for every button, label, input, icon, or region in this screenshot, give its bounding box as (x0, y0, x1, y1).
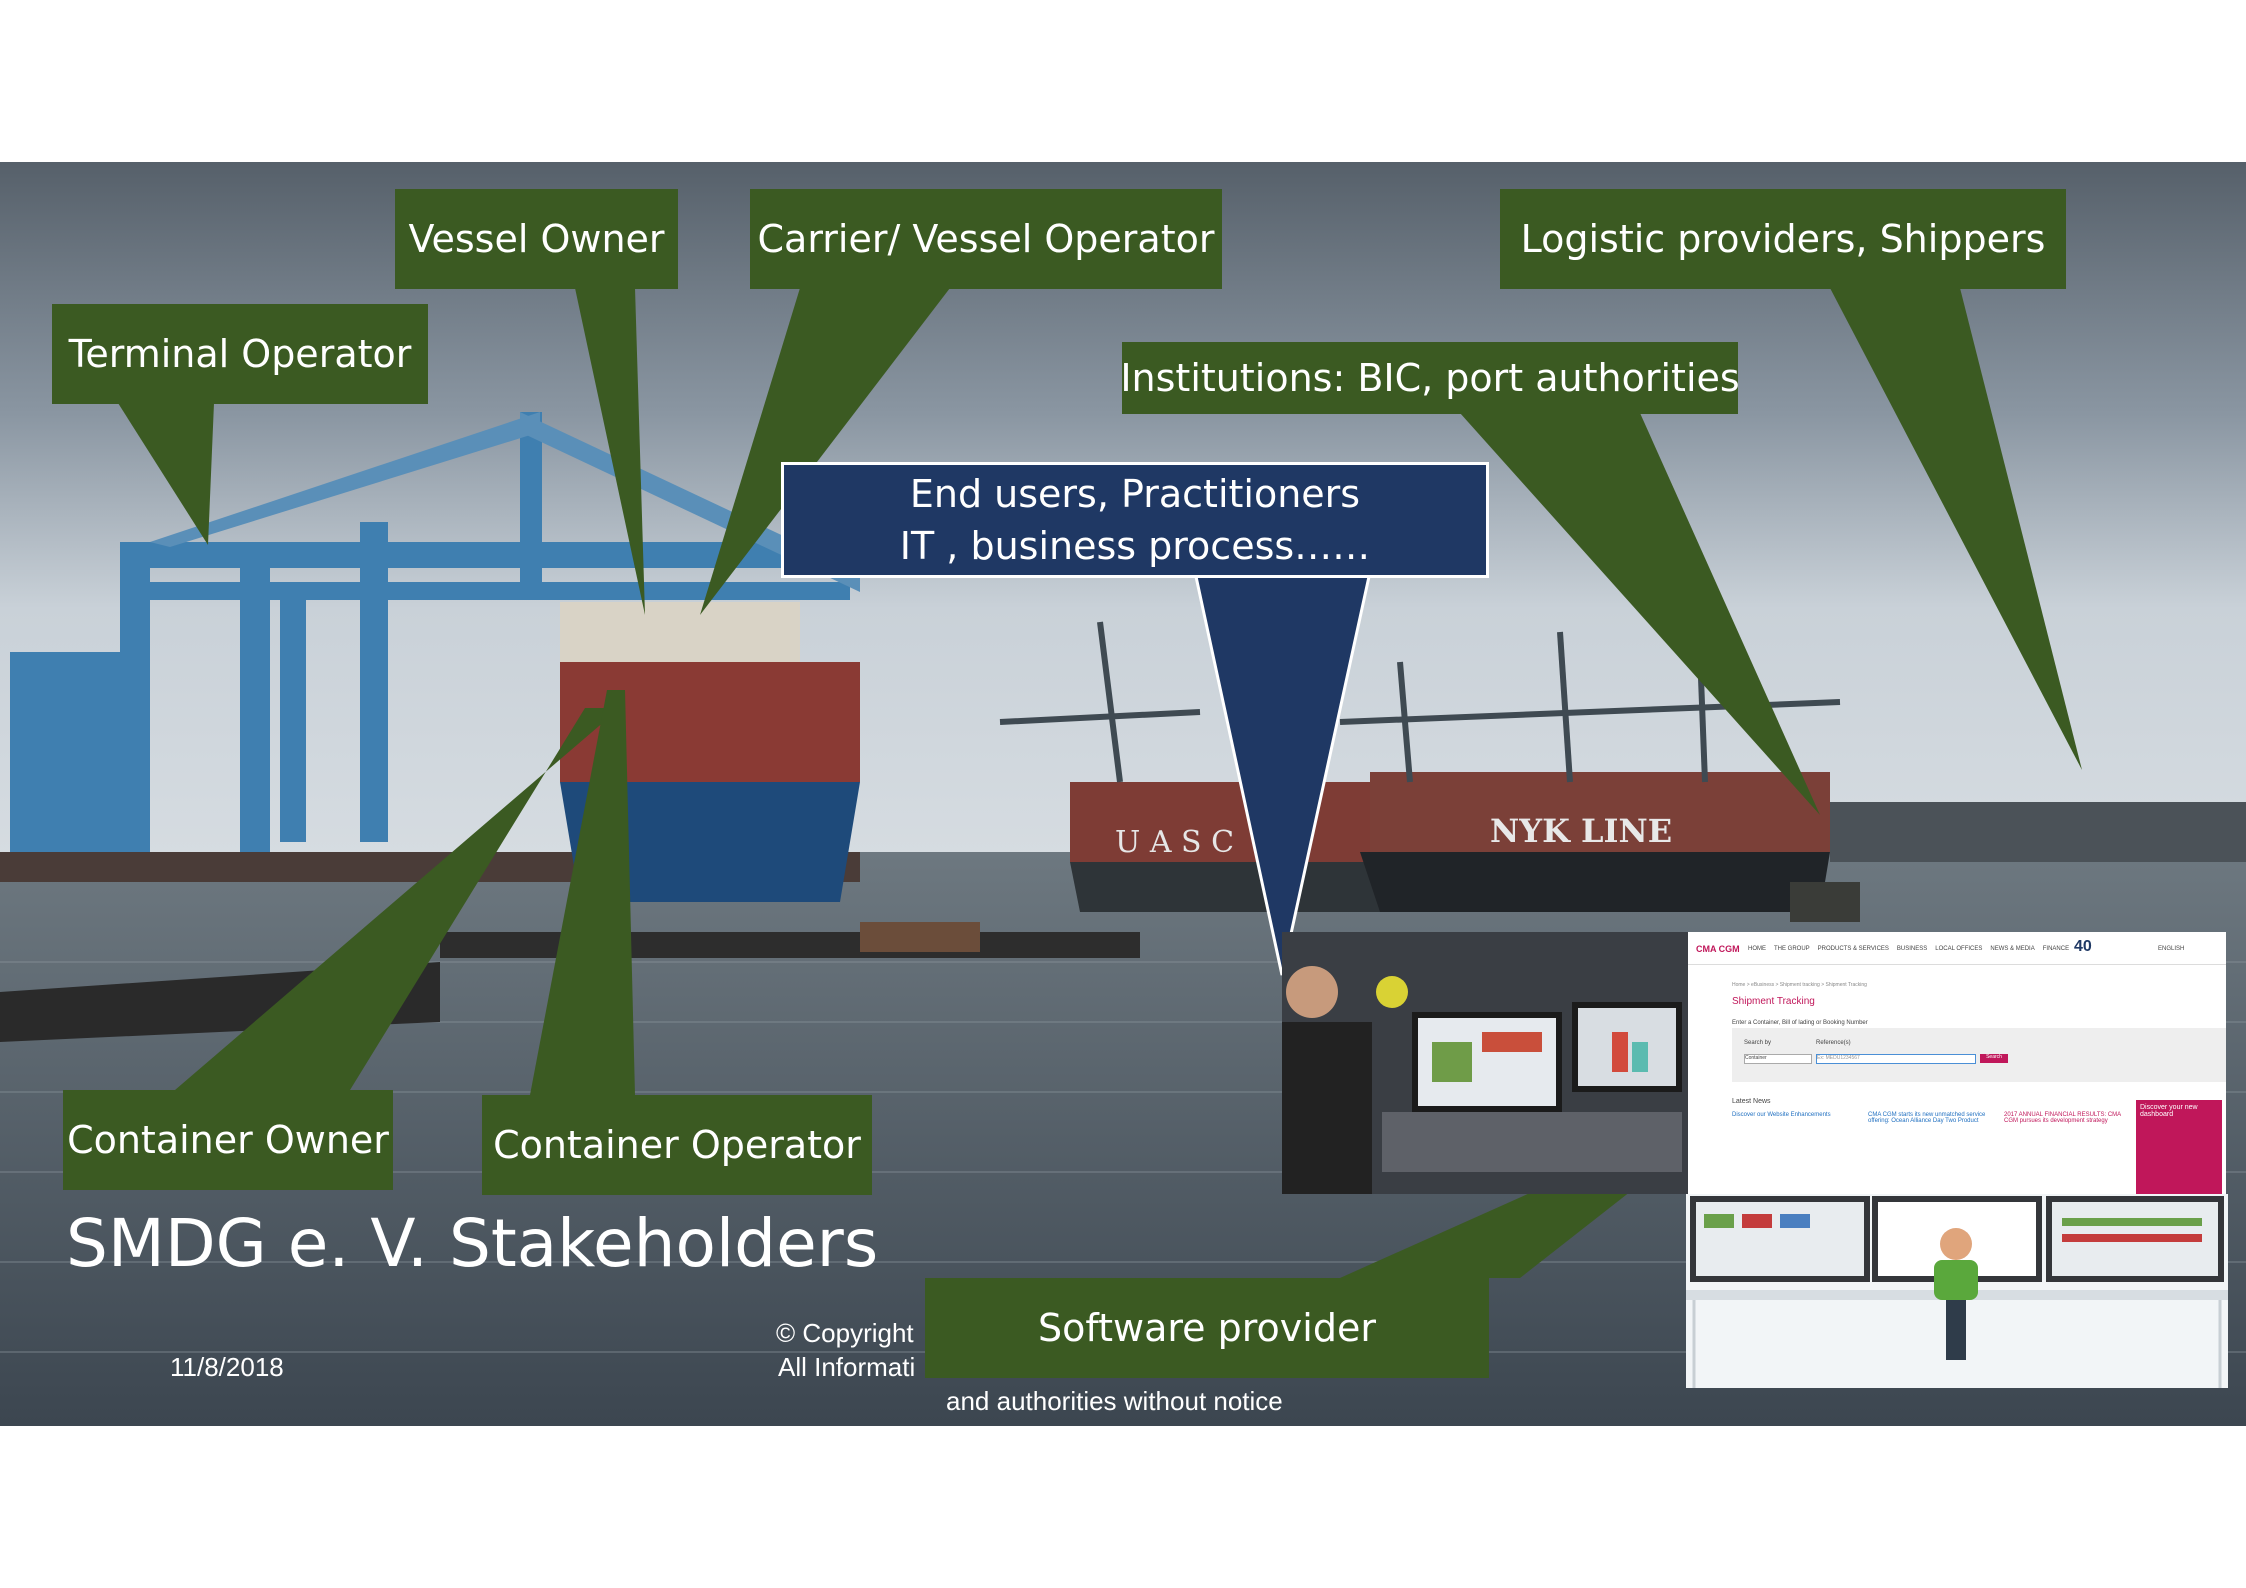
pointer-carrier (700, 288, 950, 615)
website-anniversary-logo: 40 (2074, 938, 2092, 955)
pointer-container-operator (530, 690, 635, 1095)
callout-end-users: End users, Practitioners IT , business p… (781, 462, 1489, 578)
website-breadcrumb: Home > eBusiness > Shipment tracking > S… (1732, 982, 1867, 988)
inset-website-screenshot: CMA CGM HOME THE GROUP PRODUCTS & SERVIC… (1688, 932, 2226, 1194)
slide-date: 11/8/2018 (170, 1352, 284, 1382)
pointer-end-users (1193, 570, 1372, 976)
inset-software-desk-illustration (1686, 1194, 2228, 1388)
callout-software-provider: Software provider (925, 1278, 1489, 1378)
pointer-container-owner (175, 708, 620, 1090)
website-nav-item[interactable]: LOCAL OFFICES (1935, 946, 1983, 952)
website-search-button[interactable]: Search (1980, 1054, 2008, 1063)
website-logo: CMA CGM (1696, 944, 1740, 954)
ship-label-uasc: U A S C (1115, 825, 1234, 860)
pointer-logistic-providers (1830, 288, 2082, 770)
callout-logistic-providers: Logistic providers, Shippers (1500, 189, 2066, 289)
callout-container-operator: Container Operator (482, 1095, 872, 1195)
website-nav-item[interactable]: NEWS & MEDIA (1990, 946, 2035, 952)
callout-vessel-owner: Vessel Owner (395, 189, 678, 289)
website-page-title: Shipment Tracking (1732, 996, 1815, 1007)
callout-container-owner: Container Owner (63, 1090, 393, 1190)
inset-operators-photo (1282, 932, 1688, 1194)
website-news-3[interactable]: 2017 ANNUAL FINANCIAL RESULTS: CMA CGM p… (2004, 1112, 2121, 1124)
callout-institutions: Institutions: BIC, port authorities (1120, 342, 1740, 414)
website-nav-item[interactable]: THE GROUP (1774, 946, 1810, 952)
website-reference-label: Reference(s) (1816, 1040, 1851, 1046)
copyright-line-1: © Copyright (776, 1318, 914, 1348)
website-language[interactable]: ENGLISH (2158, 946, 2185, 952)
website-promo[interactable]: Discover your new dashboard (2136, 1100, 2222, 1194)
end-users-line-2: IT , business process…… (899, 524, 1371, 568)
website-nav-item[interactable]: PRODUCTS & SERVICES (1817, 946, 1889, 952)
website-nav-item[interactable]: HOME (1748, 946, 1766, 952)
callout-terminal-operator: Terminal Operator (52, 304, 428, 404)
website-search-by-label: Search by (1744, 1040, 1772, 1046)
slide-title: SMDG e. V. Stakeholders (66, 1205, 879, 1282)
callout-carrier-vessel-operator: Carrier/ Vessel Operator (750, 189, 1222, 289)
website-news-1[interactable]: Discover our Website Enhancements (1732, 1112, 1831, 1118)
end-users-line-1: End users, Practitioners (909, 472, 1361, 516)
ship-label-nyk: NYK LINE (1490, 812, 1672, 850)
pointer-vessel-owner (575, 288, 645, 615)
website-nav-item[interactable]: BUSINESS (1896, 946, 1928, 952)
website-latest-news: Latest News (1732, 1098, 1771, 1105)
website-instruction: Enter a Container, Bill of lading or Boo… (1732, 1020, 1868, 1026)
pointer-terminal-operator (118, 403, 214, 545)
website-nav: HOME THE GROUP PRODUCTS & SERVICES BUSIN… (1748, 946, 2069, 952)
website-nav-item[interactable]: FINANCE (2042, 946, 2070, 952)
pointer-institutions (1460, 413, 1820, 815)
copyright-line-2: All Informati (778, 1352, 916, 1382)
copyright-line-3: and authorities without notice (946, 1386, 1283, 1416)
website-news-2[interactable]: CMA CGM starts its new unmatched service… (1868, 1112, 1986, 1124)
website-search-by-select[interactable]: Container (1744, 1054, 1812, 1064)
website-reference-input[interactable]: Ex: MEDU1234567 (1816, 1054, 1976, 1064)
